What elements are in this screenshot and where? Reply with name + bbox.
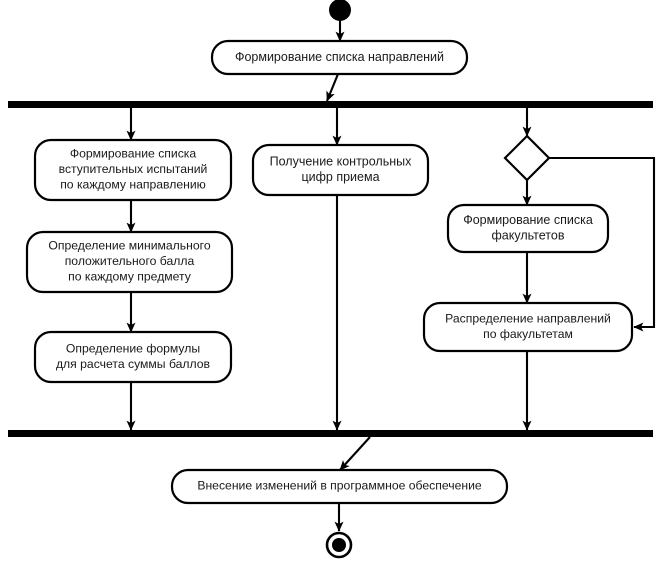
activity-node[interactable]: Распределение направлений по факультетам bbox=[422, 301, 634, 353]
activity-node[interactable]: Внесение изменений в программное обеспеч… bbox=[170, 468, 509, 505]
activity-label-line: для расчета суммы баллов bbox=[56, 357, 210, 371]
activity-label-line: Формирование списка направлений bbox=[235, 50, 444, 64]
activity-shape bbox=[170, 468, 509, 505]
edge-a1-to-fork-bar bbox=[326, 73, 339, 102]
initial-node bbox=[329, 0, 351, 21]
activity-shape bbox=[25, 230, 234, 294]
activity-shape bbox=[33, 330, 233, 384]
activity-label-line: Получение контрольных bbox=[270, 155, 412, 169]
activity-label-line: Формирование списка bbox=[70, 147, 197, 161]
activity-shape bbox=[251, 143, 430, 197]
activity-node[interactable]: Формирование списка факультетов bbox=[446, 203, 610, 254]
activity-label-line: вступительных испытаний bbox=[59, 162, 208, 176]
activity-label-line: цифр приема bbox=[301, 170, 379, 184]
activity-label-line: по факультетам bbox=[483, 327, 573, 341]
activity-label-line: Распределение направлений bbox=[445, 311, 611, 325]
edges-layer bbox=[126, 21, 656, 532]
activity-shape bbox=[33, 138, 233, 202]
decision-diamond[interactable] bbox=[503, 134, 551, 182]
fork-bar bbox=[8, 101, 653, 108]
terminal-nodes-layer bbox=[325, 0, 551, 559]
activity-nodes-layer: Формирование списка направленийФормирова… bbox=[25, 39, 634, 505]
activity-label-line: Определение минимального bbox=[48, 239, 210, 253]
activity-label-line: по каждому предмету bbox=[68, 270, 192, 284]
join-bar bbox=[8, 430, 653, 437]
activity-node[interactable]: Формирование списка направлений bbox=[210, 39, 469, 76]
edge-decision-to-a7 bbox=[549, 156, 656, 332]
activity-label-line: факультетов bbox=[492, 229, 565, 243]
activity-label-line: по каждому направлению bbox=[60, 178, 206, 192]
activity-label-line: Формирование списка bbox=[463, 213, 593, 227]
activity-shape bbox=[422, 301, 634, 353]
activity-label-line: Внесение изменений в программное обеспеч… bbox=[197, 479, 482, 493]
final-node-core bbox=[332, 538, 346, 552]
activity-shape bbox=[210, 39, 469, 76]
activity-shape bbox=[446, 203, 610, 254]
activity-node[interactable]: Определение формулы для расчета суммы бал… bbox=[33, 330, 233, 384]
activity-label-line: Определение формулы bbox=[66, 341, 200, 355]
edge-join-bar-to-a8 bbox=[339, 436, 371, 471]
activity-label-line: положительного балла bbox=[65, 254, 195, 268]
fork-join-bars-layer bbox=[8, 101, 653, 437]
